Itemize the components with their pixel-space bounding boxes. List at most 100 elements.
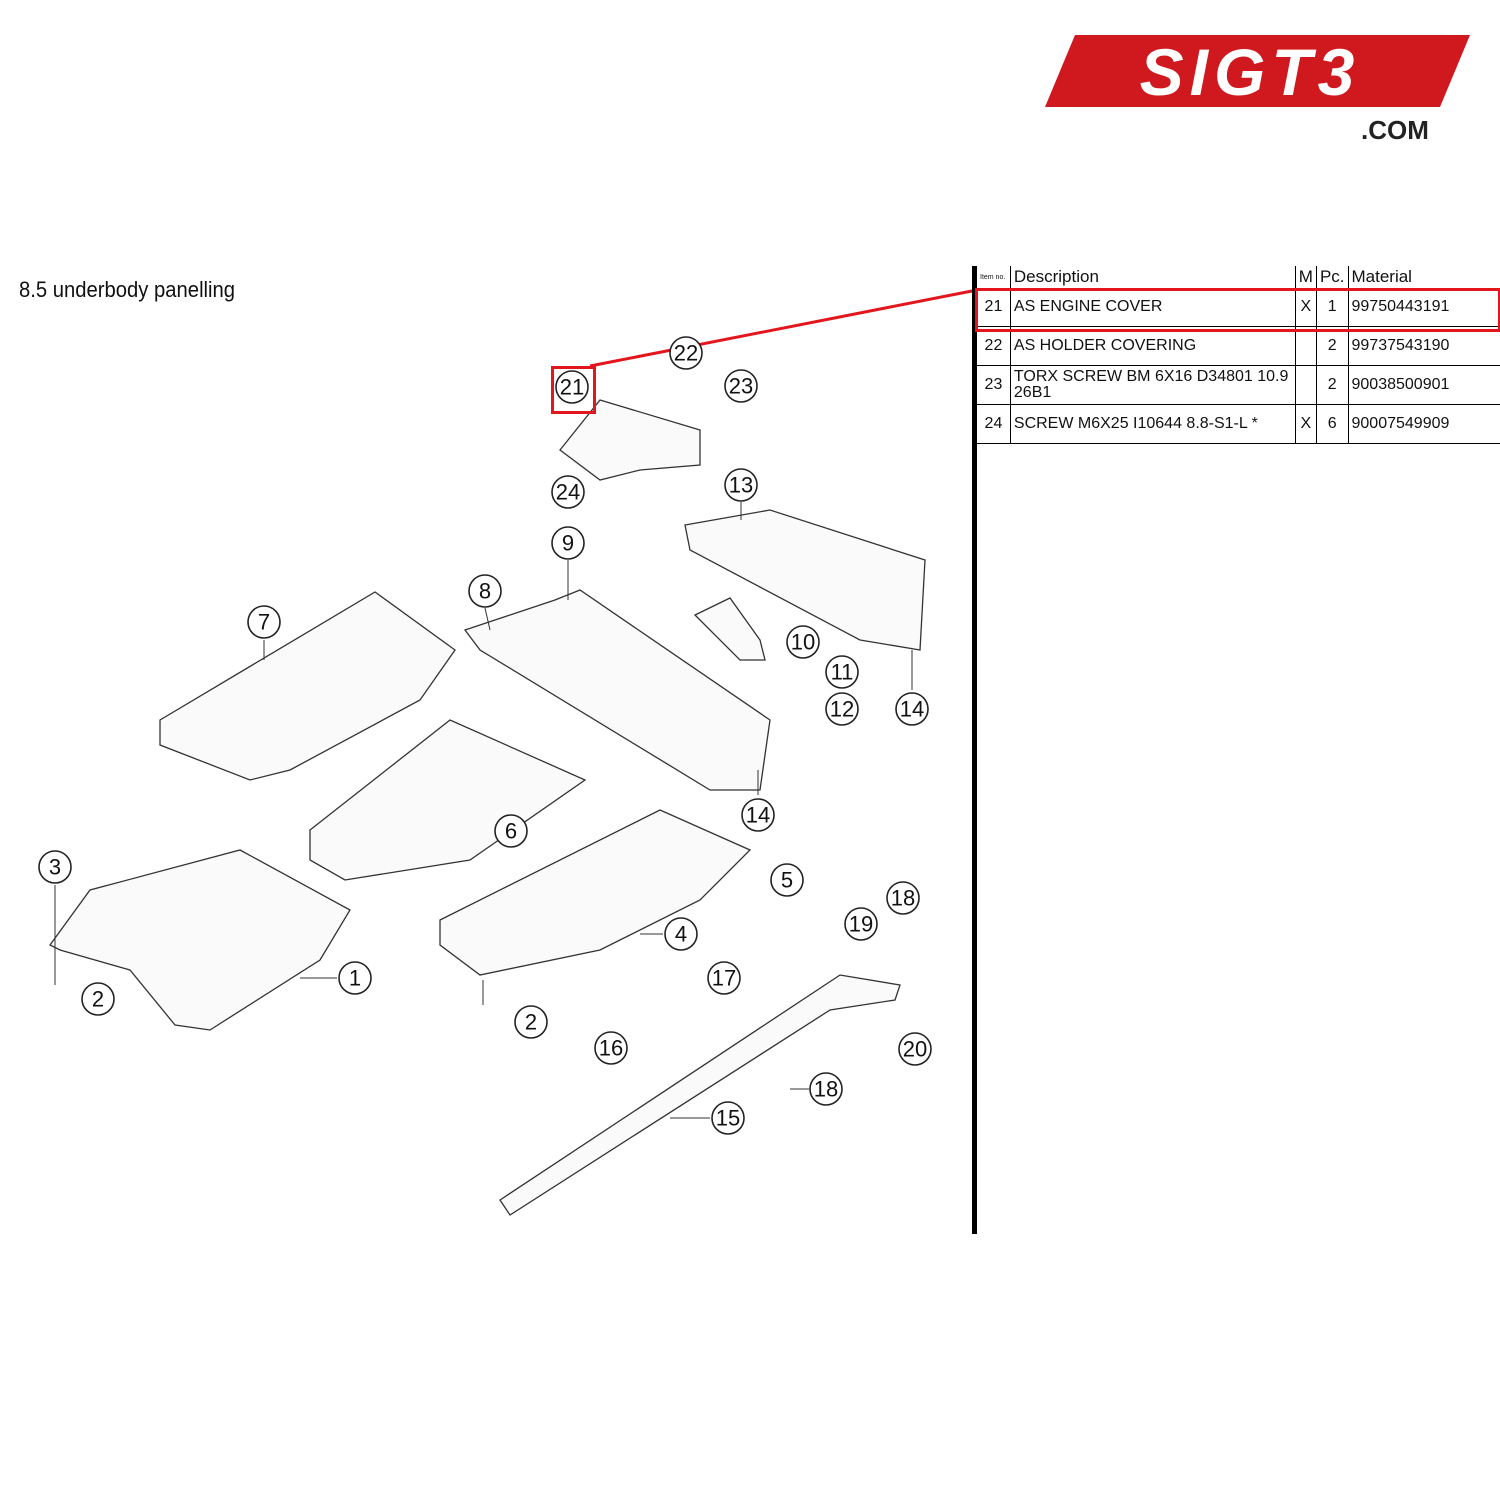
item-no: 24 [977,404,1011,444]
table-header: Item no. Description M Pc. Material [977,266,1500,288]
svg-text:17: 17 [712,966,736,991]
part-sill-15 [499,974,901,1216]
svg-text:1: 1 [349,966,361,991]
callout-2[interactable]: 2 [81,982,115,1016]
callout-9[interactable]: 9 [551,526,585,560]
callout-20[interactable]: 20 [898,1032,932,1066]
svg-text:14: 14 [746,803,770,828]
svg-text:11: 11 [831,660,854,685]
callout-3[interactable]: 3 [38,850,72,884]
svg-text:22: 22 [674,341,698,366]
svg-text:23: 23 [729,374,753,399]
svg-text:10: 10 [791,630,815,655]
callout-17[interactable]: 17 [707,961,741,995]
svg-text:7: 7 [258,610,270,635]
callout-14[interactable]: 14 [895,692,929,726]
svg-text:2: 2 [525,1010,537,1035]
callout-19[interactable]: 19 [844,907,878,941]
part-panel-6 [309,719,587,881]
table-row[interactable]: 21 AS ENGINE COVER X 1 99750443191 [977,288,1500,327]
item-no: 23 [977,365,1011,405]
part-rear-panel-13 [684,509,926,651]
callout-24[interactable]: 24 [551,475,585,509]
callout-13[interactable]: 13 [724,468,758,502]
callout-6[interactable]: 6 [494,814,528,848]
callout-5[interactable]: 5 [770,863,804,897]
callout-4[interactable]: 4 [664,917,698,951]
callout-23[interactable]: 23 [724,369,758,403]
part-holder-10 [693,597,766,661]
material: 99750443191 [1347,288,1500,327]
description: TORX SCREW BM 6X16 D34801 10.9 26B1 [1009,365,1296,405]
pc: 2 [1315,326,1348,366]
pc: 6 [1315,404,1348,444]
svg-text:15: 15 [716,1106,740,1131]
svg-text:21: 21 [560,375,584,400]
description: SCREW M6X25 I10644 8.8-S1-L * [1009,404,1296,444]
svg-text:3: 3 [49,855,61,880]
table-row[interactable]: 24 SCREW M6X25 I10644 8.8-S1-L * X 6 900… [977,404,1500,444]
header-item-no: Item no. [980,273,1006,281]
m [1294,326,1317,366]
callout-1[interactable]: 1 [338,961,372,995]
pc: 2 [1315,365,1348,405]
svg-text:19: 19 [849,912,873,937]
svg-text:18: 18 [891,886,915,911]
header-pc: Pc. [1315,266,1348,288]
svg-text:20: 20 [903,1037,927,1062]
part-center-tunnel-8 [463,589,771,791]
part-panel-7 [159,591,456,781]
callout-21[interactable]: 21 [555,370,589,404]
m: X [1294,288,1317,327]
svg-text:9: 9 [562,531,574,556]
svg-text:13: 13 [729,473,753,498]
callout-10[interactable]: 10 [786,625,820,659]
svg-text:14: 14 [900,697,924,722]
description: AS ENGINE COVER [1009,288,1296,327]
callout-21-highlight [551,366,596,414]
header-m: M [1294,266,1317,288]
header-material: Material [1347,266,1500,288]
section-title: 8.5 underbody panelling [19,277,236,302]
header-description: Description [1009,266,1296,288]
callout-14[interactable]: 14 [741,798,775,832]
callout-8[interactable]: 8 [468,574,502,608]
svg-text:18: 18 [814,1077,838,1102]
svg-text:SIGT3: SIGT3 [1140,35,1361,109]
callout-12[interactable]: 12 [825,692,859,726]
row-highlight [975,288,1500,332]
callout-15[interactable]: 15 [711,1101,745,1135]
table-row[interactable]: 22 AS HOLDER COVERING 2 99737543190 [977,326,1500,366]
part-panel-4 [439,809,752,976]
callout-11[interactable]: 11 [825,655,859,689]
callout-16[interactable]: 16 [594,1031,628,1065]
part-panel-1 [49,849,351,1031]
m: X [1294,404,1317,444]
material: 99737543190 [1347,326,1500,366]
material: 90007549909 [1347,404,1500,444]
m [1294,365,1317,405]
table-divider [972,266,977,1234]
pc: 1 [1315,288,1348,327]
parts-table: Item no. Description M Pc. Material 21 A… [977,266,1500,444]
callout-18[interactable]: 18 [886,881,920,915]
svg-text:24: 24 [556,480,580,505]
sigt3-logo: SIGT3 .COM [1045,35,1470,145]
svg-text:16: 16 [599,1036,623,1061]
item-no: 22 [977,326,1011,366]
callout-2[interactable]: 2 [514,1005,548,1039]
material: 90038500901 [1347,365,1500,405]
svg-text:4: 4 [675,922,687,947]
callout-22[interactable]: 22 [669,336,703,370]
svg-text:6: 6 [505,819,517,844]
svg-text:.COM: .COM [1361,115,1429,145]
svg-text:8: 8 [479,579,491,604]
table-row[interactable]: 23 TORX SCREW BM 6X16 D34801 10.9 26B1 2… [977,365,1500,405]
item-no: 21 [977,288,1011,327]
description: AS HOLDER COVERING [1009,326,1296,366]
callout-18[interactable]: 18 [809,1072,843,1106]
svg-text:5: 5 [781,868,793,893]
svg-text:2: 2 [92,987,104,1012]
callout-7[interactable]: 7 [247,605,281,639]
